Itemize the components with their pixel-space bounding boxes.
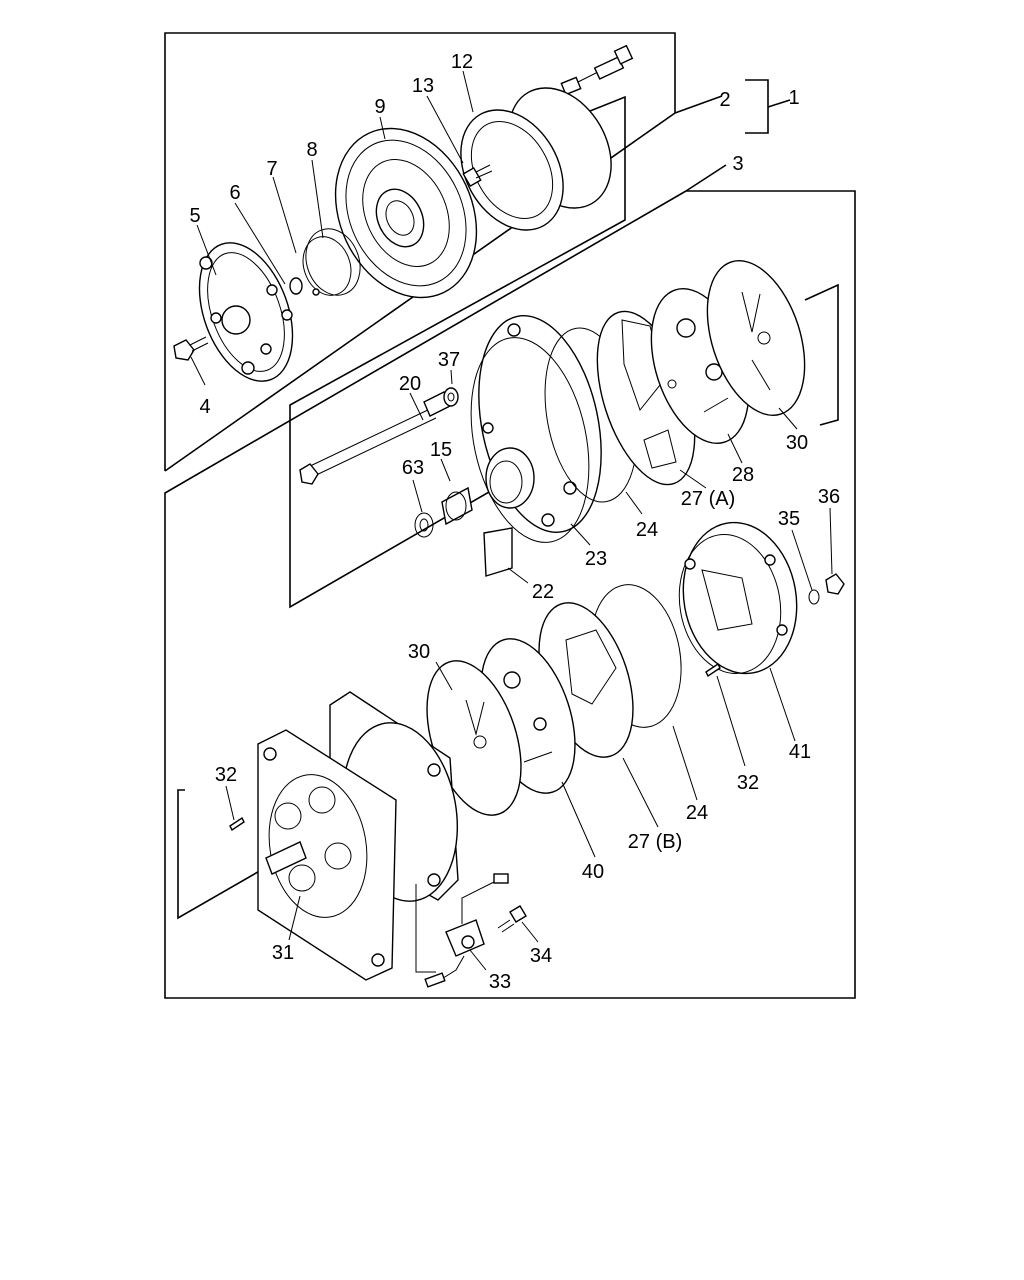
callout-23: 23 [585, 548, 607, 570]
through-bolt [299, 391, 451, 485]
callout-24-lower: 24 [686, 802, 708, 824]
callout-63: 63 [402, 457, 424, 479]
callout-33: 33 [489, 971, 511, 993]
reed-valve-30-upper [706, 260, 806, 416]
bolt-36 [825, 573, 845, 595]
callout-7: 7 [266, 158, 277, 180]
thermal-switch-33 [415, 873, 509, 988]
callout-22: 22 [532, 581, 554, 603]
snap-ring [302, 228, 361, 296]
callout-35: 35 [778, 508, 800, 530]
callout-36: 36 [818, 486, 840, 508]
screw-34 [497, 905, 527, 933]
callout-24-upper: 24 [636, 519, 658, 541]
o-ring-35 [808, 589, 820, 605]
armature-plate [198, 242, 294, 382]
callout-40: 40 [582, 861, 604, 883]
assembly-brackets [177, 79, 839, 920]
snap-ring-63 [414, 512, 434, 538]
pulley [334, 127, 478, 299]
leader-lines [190, 70, 833, 971]
shim [289, 277, 320, 296]
callout-31: 31 [272, 942, 294, 964]
callout-12: 12 [451, 51, 473, 73]
compressor-body-31 [257, 691, 459, 981]
callout-41: 41 [789, 741, 811, 763]
callout-6: 6 [229, 182, 240, 204]
front-head [470, 315, 602, 543]
armature-bolt [173, 336, 209, 361]
callout-20: 20 [399, 373, 421, 395]
callout-27a: 27 (A) [681, 488, 735, 510]
callout-27b: 27 (B) [628, 831, 682, 853]
callout-13: 13 [412, 75, 434, 97]
callout-30-lower: 30 [408, 641, 430, 663]
field-coil [460, 87, 612, 231]
callout-8: 8 [306, 139, 317, 161]
callout-5: 5 [189, 205, 200, 227]
callout-32-left: 32 [215, 764, 237, 786]
callout-1: 1 [788, 87, 799, 109]
callout-37: 37 [438, 349, 460, 371]
callout-30-upper: 30 [786, 432, 808, 454]
callout-32-right: 32 [737, 772, 759, 794]
rear-head-41 [678, 521, 798, 675]
callout-labels: 1 2 3 4 5 6 7 8 9 12 13 15 20 22 23 24 2… [189, 51, 840, 993]
coil-screw [462, 164, 493, 188]
seal-retainer-22 [483, 527, 513, 577]
callout-3: 3 [732, 153, 743, 175]
callout-15: 15 [430, 439, 452, 461]
pin-32-left [229, 816, 245, 832]
callout-28: 28 [732, 464, 754, 486]
washer-37 [443, 387, 459, 407]
pin-32-right [705, 662, 721, 678]
callout-2: 2 [719, 89, 730, 111]
callout-4: 4 [199, 396, 210, 418]
shaft-seal [441, 486, 473, 526]
callout-9: 9 [374, 96, 385, 118]
callout-34: 34 [530, 945, 552, 967]
compressor-assembly-frame [164, 190, 856, 999]
